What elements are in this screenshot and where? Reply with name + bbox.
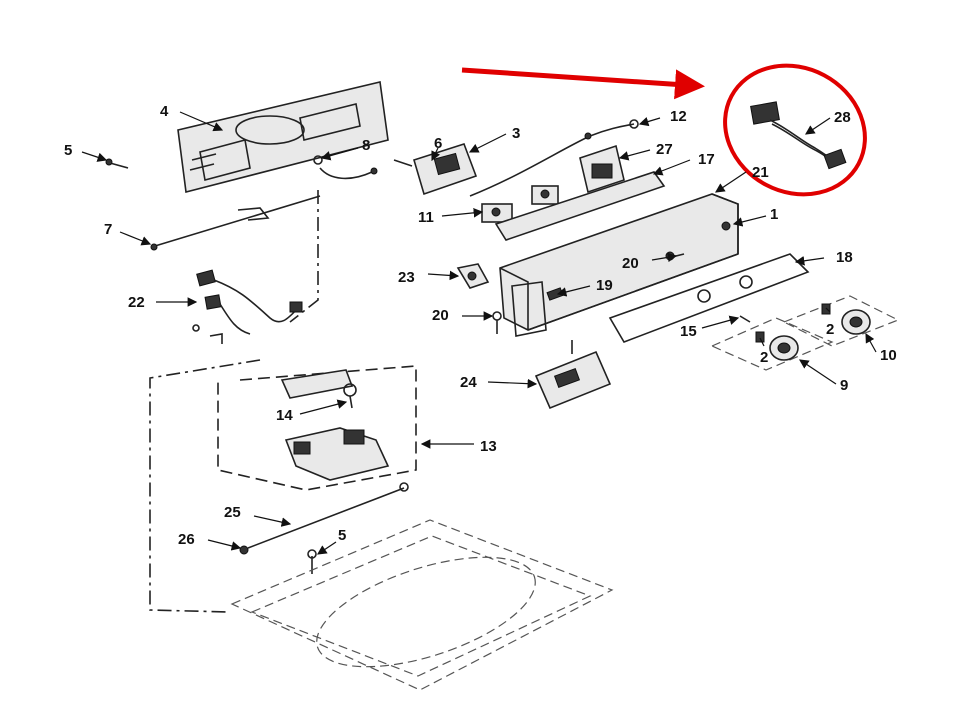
callout-19: 19 xyxy=(596,277,613,294)
callout-28: 28 xyxy=(834,109,851,126)
part-23-bracket[interactable] xyxy=(456,263,490,289)
part-17-trim[interactable] xyxy=(494,171,666,241)
callout-12: 12 xyxy=(670,108,687,125)
callout-2-right: 2 xyxy=(826,321,834,338)
highlight-circle xyxy=(723,63,867,197)
wire-route-upper xyxy=(289,190,319,323)
callout-7: 7 xyxy=(104,221,112,238)
callout-24: 24 xyxy=(460,374,477,391)
part-28-wire-harness[interactable] xyxy=(750,101,847,170)
part-5-screw-top[interactable] xyxy=(105,158,129,169)
callout-11: 11 xyxy=(418,209,434,226)
callout-20-left: 20 xyxy=(432,307,449,324)
callout-25: 25 xyxy=(224,504,241,521)
callout-5-top: 5 xyxy=(64,142,72,159)
callout-10: 10 xyxy=(880,347,897,364)
callout-18: 18 xyxy=(836,249,853,266)
part-12-cable[interactable] xyxy=(469,119,639,197)
callout-8: 8 xyxy=(362,137,370,154)
callout-5-bottom: 5 xyxy=(338,527,346,544)
callout-6: 6 xyxy=(434,135,442,152)
part-15-shaft[interactable] xyxy=(697,275,753,323)
callout-23: 23 xyxy=(398,269,415,286)
part-10-knob-assembly[interactable] xyxy=(782,295,900,347)
callout-13: 13 xyxy=(480,438,497,455)
part-4-console-panel[interactable] xyxy=(177,81,389,194)
callout-9: 9 xyxy=(840,377,848,394)
part-25-rod[interactable] xyxy=(247,482,409,549)
part-7-cable[interactable] xyxy=(150,195,321,251)
part-27-lid-lock[interactable] xyxy=(579,144,625,194)
callout-2-left: 2 xyxy=(760,349,768,366)
callout-4: 4 xyxy=(160,103,169,120)
callout-27: 27 xyxy=(656,141,673,158)
callout-3: 3 xyxy=(512,125,520,142)
callout-22: 22 xyxy=(128,294,145,311)
part-26-screw[interactable] xyxy=(239,545,249,555)
callout-17: 17 xyxy=(698,151,715,168)
highlight-arrow xyxy=(461,67,705,100)
callout-26: 26 xyxy=(178,531,195,548)
callout-20-right: 20 xyxy=(622,255,639,272)
part-13-actuator-assembly[interactable] xyxy=(217,365,417,491)
washer-top-outline xyxy=(230,519,614,691)
part-11-switch[interactable] xyxy=(481,185,559,223)
callout-1: 1 xyxy=(770,206,778,223)
leader-lines xyxy=(81,111,877,555)
part-6-screw[interactable] xyxy=(393,159,413,167)
part-5-screw-bottom[interactable] xyxy=(307,549,317,574)
callout-15: 15 xyxy=(680,323,697,340)
part-24-control-board[interactable] xyxy=(534,340,612,410)
part-18-graphic-overlay[interactable] xyxy=(608,253,810,343)
wire-route-left xyxy=(149,359,261,613)
callout-21: 21 xyxy=(752,164,769,181)
part-20-screw-left[interactable] xyxy=(492,311,502,334)
callout-14: 14 xyxy=(276,407,293,424)
part-8-clip[interactable] xyxy=(313,155,378,180)
part-22-wire-harness[interactable] xyxy=(192,269,303,344)
part-3-switch-bracket[interactable] xyxy=(413,143,478,196)
part-9-knob-assembly[interactable] xyxy=(710,317,834,371)
